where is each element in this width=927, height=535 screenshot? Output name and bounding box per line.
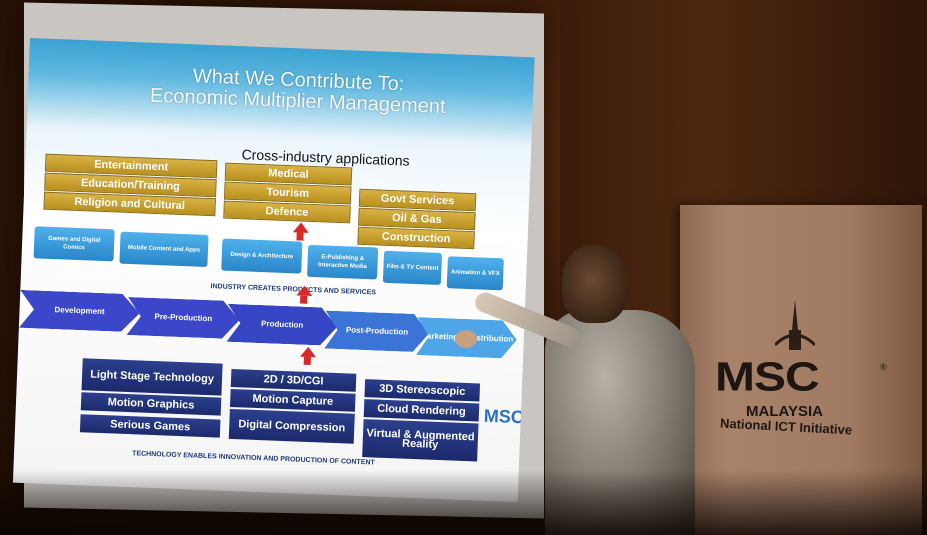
industry-animation: Animation & VFX [446,256,504,291]
presentation-slide: What We Contribute To: Economic Multipli… [12,38,535,503]
stage-postproduction: Post-Production [324,311,429,353]
up-arrow-stem [303,356,311,366]
up-arrow-icon [296,285,313,297]
registered-mark: ® [880,362,887,372]
up-arrow-stem [300,295,308,304]
stage-development: Development [19,290,140,333]
msc-logo: MSC [715,354,820,401]
up-arrow-icon [292,222,310,233]
tech-virtual-reality: Virtual & Augmented Reality [362,419,479,462]
slide-corner-logo: MSC [483,405,525,428]
tech-stereoscopic: 3D Stereoscopic [364,379,481,402]
stage-production: Production [226,304,337,346]
industry-mobile: Mobile Content and Apps [119,231,209,267]
tech-motion-capture: Motion Capture [229,388,356,412]
industry-games: Games and Digital Comics [33,226,115,262]
industry-caption: INDUSTRY CREATES PRODUCTS AND SERVICES [210,283,377,297]
presenter-head [562,245,628,323]
tech-2d3d: 2D / 3D/CGI [230,368,357,392]
tech-motion-graphics: Motion Graphics [80,392,222,416]
sector-construction: Construction [357,226,475,250]
industry-film: Film & TV Content [382,250,443,285]
up-arrow-icon [299,346,317,358]
floor-shadow [0,470,927,535]
stage-preproduction: Pre-Production [127,297,240,339]
sector-defence: Defence [223,200,351,224]
tech-serious-games: Serious Games [79,414,221,438]
msc-country: MALAYSIA [746,403,823,420]
tech-cloud-rendering: Cloud Rendering [363,399,480,422]
industry-design: Design & Architecture [221,238,303,274]
tower-logo-icon [775,300,815,350]
industry-epublishing: E-Publishing & Interactive Media [307,244,379,280]
slide-title: What We Contribute To: Economic Multipli… [107,63,488,120]
presenter-hand [455,330,477,348]
up-arrow-stem [296,232,304,241]
tech-light-stage: Light Stage Technology [81,358,223,396]
technology-caption: TECHNOLOGY ENABLES INNOVATION AND PRODUC… [131,450,375,467]
tech-digital-compression: Digital Compression [228,408,355,444]
